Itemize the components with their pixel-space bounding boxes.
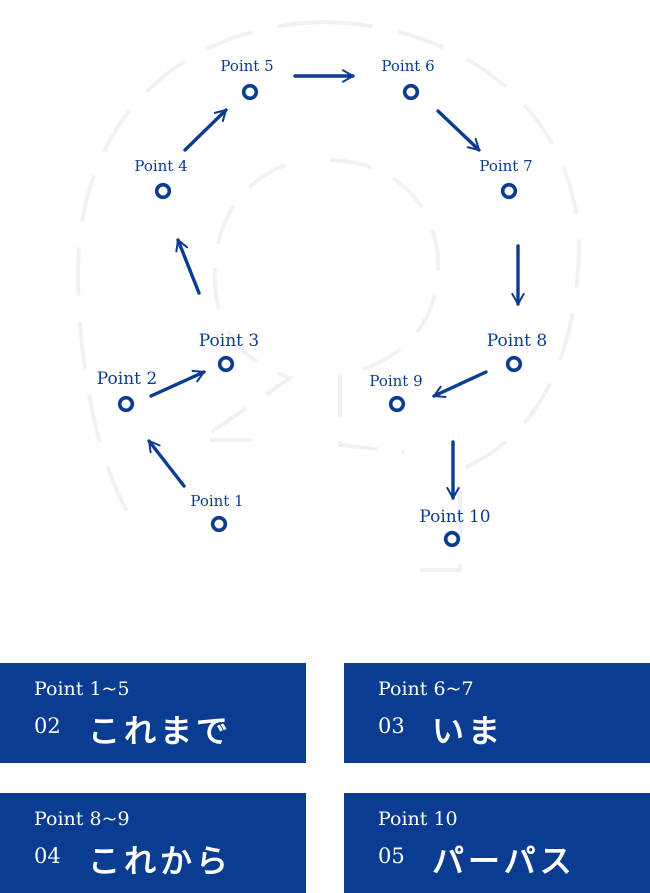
point-marker [402,83,420,101]
arrow-point-6-to-7 [436,109,481,152]
arrow-point-8-to-9 [432,370,488,398]
card-title: これから [88,842,233,880]
point-marker [505,355,523,373]
point-label: Point 8 [487,331,547,351]
card-point-6-7: Point 6~7 03 いま [344,663,650,763]
card-number: 04 [34,844,61,868]
point-8: Point 8 [487,331,547,373]
card-number: 05 [378,844,405,868]
card-number: 02 [34,714,61,738]
point-label: Point 2 [97,369,157,389]
card-number: 03 [378,714,405,738]
decor-ring-outer-left [75,20,326,527]
point-marker [154,182,172,200]
point-label: Point 5 [220,57,273,75]
decor-ring-inner-left [193,163,295,442]
card-range: Point 6~7 [378,678,474,700]
card-range: Point 1~5 [34,678,130,700]
point-1: Point 1 [190,492,244,533]
point-layer: Point 1 Point 2 Point 3 Point 4 Point 5 Point… [97,57,547,548]
point-label: Point 4 [134,157,187,175]
point-marker [217,355,235,373]
arrow-point-2-to-3 [149,369,206,398]
card-title: いま [432,712,505,750]
point-marker [117,395,135,413]
arrow-point-4-to-5 [183,108,228,152]
journey-diagram: Point 1 Point 2 Point 3 Point 4 Point 5 Point… [75,20,581,572]
point-label: Point 3 [199,331,259,351]
card-range: Point 10 [378,808,458,830]
card-range: Point 8~9 [34,808,130,830]
point-5: Point 5 [220,57,274,101]
point-label: Point 7 [479,157,532,175]
point-4: Point 4 [134,157,188,200]
arrow-point-1-to-2 [147,439,186,488]
point-label: Point 9 [369,372,422,390]
decor-ring-inner-right [329,158,441,454]
card-title: パーパス [432,842,576,880]
point-3: Point 3 [199,331,259,373]
point-marker [210,515,228,533]
point-label: Point 10 [419,507,490,527]
point-marker [443,530,461,548]
point-6: Point 6 [381,57,435,101]
arrow-layer [147,69,525,500]
point-marker [500,182,518,200]
card-title: これまで [88,712,233,750]
card-point-10: Point 10 05 パーパス [344,793,650,893]
background-dashed-rings [75,20,581,572]
point-marker [241,83,259,101]
point-7: Point 7 [479,157,533,200]
point-2: Point 2 [97,369,157,413]
decor-ring-outer-right [324,20,581,572]
point-10: Point 10 [419,507,491,548]
point-label: Point 1 [190,492,243,510]
point-marker [388,395,406,413]
point-label: Point 6 [381,57,434,75]
card-point-8-9: Point 8~9 04 これから [0,793,306,893]
point-9: Point 9 [369,372,423,413]
arrow-point-3-to-4 [175,238,201,295]
card-point-1-5: Point 1~5 02 これまで [0,663,306,763]
